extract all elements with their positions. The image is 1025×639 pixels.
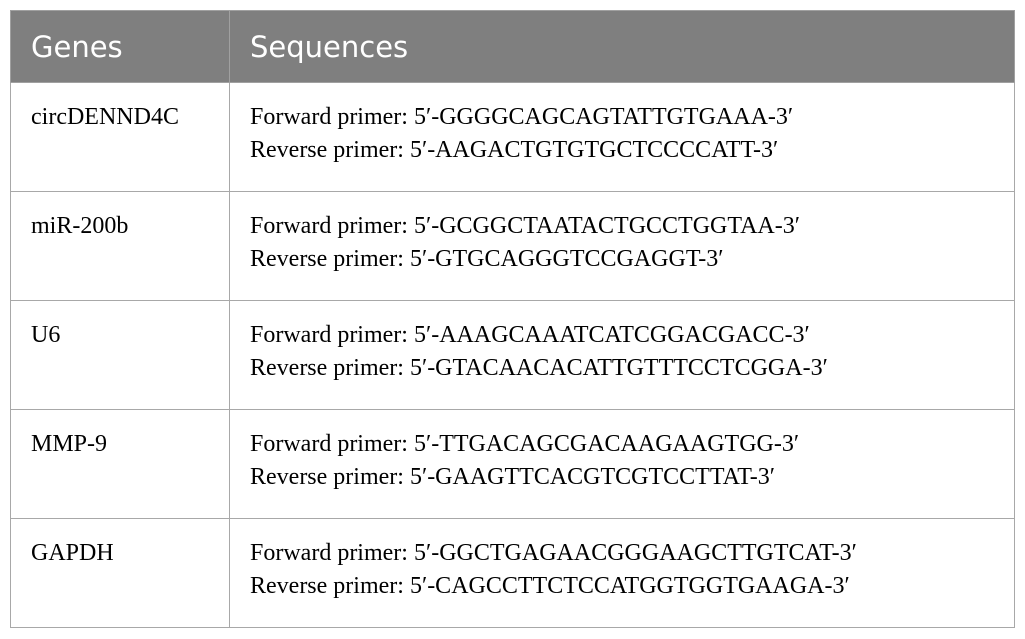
- table-row: circDENND4C Forward primer: 5′-GGGGCAGCA…: [10, 82, 1015, 192]
- sequence-cell: Forward primer: 5′-TTGACAGCGACAAGAAGTGG-…: [229, 409, 1015, 519]
- table-row: GAPDH Forward primer: 5′-GGCTGAGAACGGGAA…: [10, 518, 1015, 628]
- reverse-primer: Reverse primer: 5′-CAGCCTTCTCCATGGTGGTGA…: [250, 573, 850, 599]
- sequence-cell: Forward primer: 5′-GCGGCTAATACTGCCTGGTAA…: [229, 191, 1015, 301]
- forward-primer: Forward primer: 5′-GGCTGAGAACGGGAAGCTTGT…: [250, 540, 857, 566]
- sequence-cell: Forward primer: 5′-GGCTGAGAACGGGAAGCTTGT…: [229, 518, 1015, 628]
- header-sequences: Sequences: [229, 10, 1015, 83]
- table-row: MMP-9 Forward primer: 5′-TTGACAGCGACAAGA…: [10, 409, 1015, 519]
- forward-primer: Forward primer: 5′-GGGGCAGCAGTATTGTGAAA-…: [250, 104, 794, 130]
- forward-primer: Forward primer: 5′-GCGGCTAATACTGCCTGGTAA…: [250, 213, 801, 239]
- primer-table: Genes Sequences circDENND4C Forward prim…: [10, 10, 1015, 628]
- gene-cell: miR-200b: [10, 191, 230, 301]
- primer-table-container: Genes Sequences circDENND4C Forward prim…: [10, 10, 1015, 628]
- forward-primer: Forward primer: 5′-AAAGCAAATCATCGGACGACC…: [250, 322, 810, 348]
- header-row: Genes Sequences: [10, 10, 1015, 83]
- sequence-cell: Forward primer: 5′-GGGGCAGCAGTATTGTGAAA-…: [229, 82, 1015, 192]
- reverse-primer: Reverse primer: 5′-GTGCAGGGTCCGAGGT-3′: [250, 246, 724, 272]
- sequence-cell: Forward primer: 5′-AAAGCAAATCATCGGACGACC…: [229, 300, 1015, 410]
- header-genes: Genes: [10, 10, 230, 83]
- gene-cell: U6: [10, 300, 230, 410]
- table-row: miR-200b Forward primer: 5′-GCGGCTAATACT…: [10, 191, 1015, 301]
- gene-cell: MMP-9: [10, 409, 230, 519]
- table-row: U6 Forward primer: 5′-AAAGCAAATCATCGGACG…: [10, 300, 1015, 410]
- table-body: circDENND4C Forward primer: 5′-GGGGCAGCA…: [10, 82, 1015, 628]
- reverse-primer: Reverse primer: 5′-GAAGTTCACGTCGTCCTTAT-…: [250, 464, 775, 490]
- forward-primer: Forward primer: 5′-TTGACAGCGACAAGAAGTGG-…: [250, 431, 800, 457]
- gene-cell: circDENND4C: [10, 82, 230, 192]
- reverse-primer: Reverse primer: 5′-AAGACTGTGTGCTCCCCATT-…: [250, 137, 779, 163]
- table-header: Genes Sequences: [10, 10, 1015, 83]
- gene-cell: GAPDH: [10, 518, 230, 628]
- reverse-primer: Reverse primer: 5′-GTACAACACATTGTTTCCTCG…: [250, 355, 828, 381]
